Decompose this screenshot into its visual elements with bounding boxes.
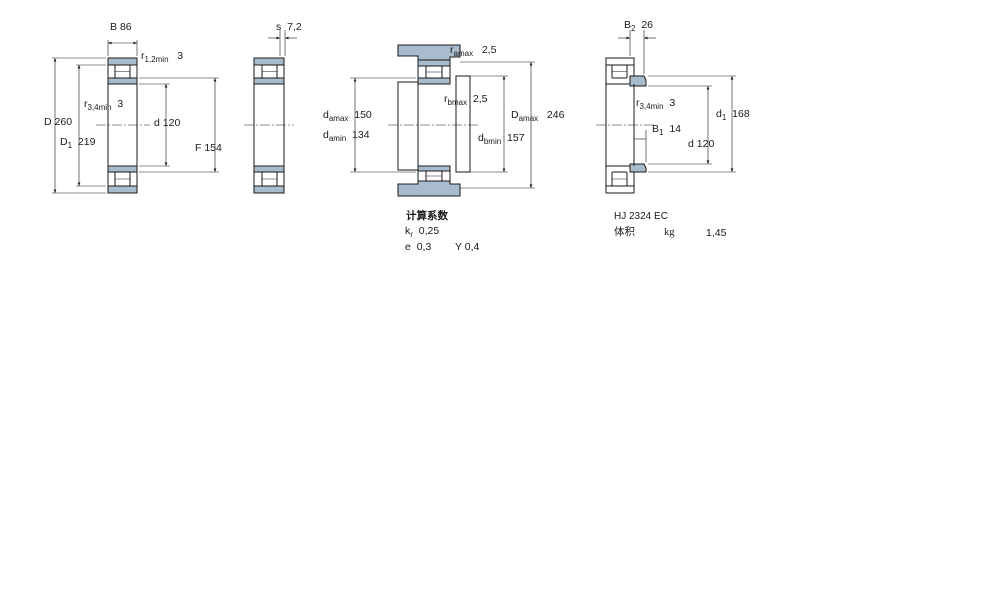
calc-kr-label: kr 0,25 <box>405 225 440 239</box>
fig1-bottom-inner-ring <box>107 165 138 173</box>
fig4-ring-designation: HJ 2324 EC <box>614 211 668 222</box>
fig4-d-label: d 120 <box>688 138 715 150</box>
fig4-r34-label: r3,4min 3 <box>636 97 676 111</box>
fig1-D1-label: D1 219 <box>60 136 96 150</box>
fig1-bearing-section <box>52 40 219 194</box>
fig2-bottom-inner-ring <box>253 165 285 173</box>
fig2-top-outer-ring <box>253 57 285 66</box>
fig3-bottom-housing <box>397 180 461 197</box>
fig4-angle-ring-section <box>596 30 736 194</box>
fig4-top-angle-ring <box>629 75 647 87</box>
fig3-rb-label: rbmax 2,5 <box>444 93 488 107</box>
fig1-r12-label: r1,2min 3 <box>141 50 184 64</box>
fig1-B-label: B 86 <box>110 21 132 33</box>
calc-factors-heading: 计算系数 <box>406 210 448 222</box>
fig1-D-label: D 260 <box>44 116 73 128</box>
calc-Y-label: Y 0,4 <box>455 241 480 253</box>
fig1-top-outer-ring <box>107 57 138 66</box>
fig3-damin-label: damin 134 <box>323 129 370 143</box>
fig1-bottom-outer-ring <box>107 185 138 194</box>
fig1-r34-label: r3,4min 3 <box>84 98 124 112</box>
fig1-top-inner-ring <box>107 77 138 85</box>
fig2-bearing-section <box>244 30 297 194</box>
fig4-mass-label: 体积 <box>614 226 635 238</box>
fig3-shaft <box>397 81 419 171</box>
fig4-bottom-angle-ring <box>629 163 647 173</box>
fig4-B2-label: B2 26 <box>624 19 653 33</box>
fig4-B1-label: B1 14 <box>652 123 681 137</box>
fig3-dbmin-label: dbmin 157 <box>478 132 525 146</box>
fig4-d1-label: d1 168 <box>716 108 750 122</box>
fig1-d-label: d 120 <box>154 117 181 129</box>
fig3-ra-label: ramax 2,5 <box>450 44 497 58</box>
fig3-damax-label: damax 150 <box>323 109 372 123</box>
fig1-F-label: F 154 <box>195 142 222 154</box>
calc-e-label: e 0,3 <box>405 241 432 253</box>
fig3-mounting-section <box>350 44 535 197</box>
fig2-bottom-outer-ring <box>253 185 285 194</box>
fig3-Damax-label: Damax 246 <box>511 109 565 123</box>
fig4-mass-value: 1,45 <box>706 227 727 239</box>
fig2-top-inner-ring <box>253 77 285 85</box>
fig4-mass-unit: kg <box>664 227 675 238</box>
fig2-s-label: s 7,2 <box>276 21 302 33</box>
fig3-abutment <box>455 75 471 173</box>
